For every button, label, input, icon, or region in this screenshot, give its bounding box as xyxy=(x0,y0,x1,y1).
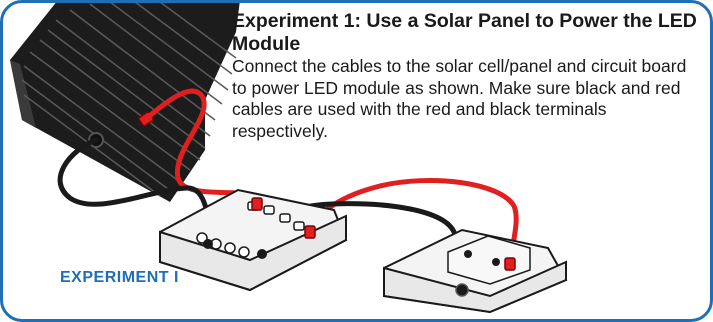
instructions-block: Experiment 1: Use a Solar Panel to Power… xyxy=(232,10,702,142)
experiment-label: EXPERIMENT I xyxy=(60,269,179,287)
experiment-title: Experiment 1: Use a Solar Panel to Power… xyxy=(232,10,702,56)
experiment-description: Connect the cables to the solar cell/pan… xyxy=(232,56,702,142)
